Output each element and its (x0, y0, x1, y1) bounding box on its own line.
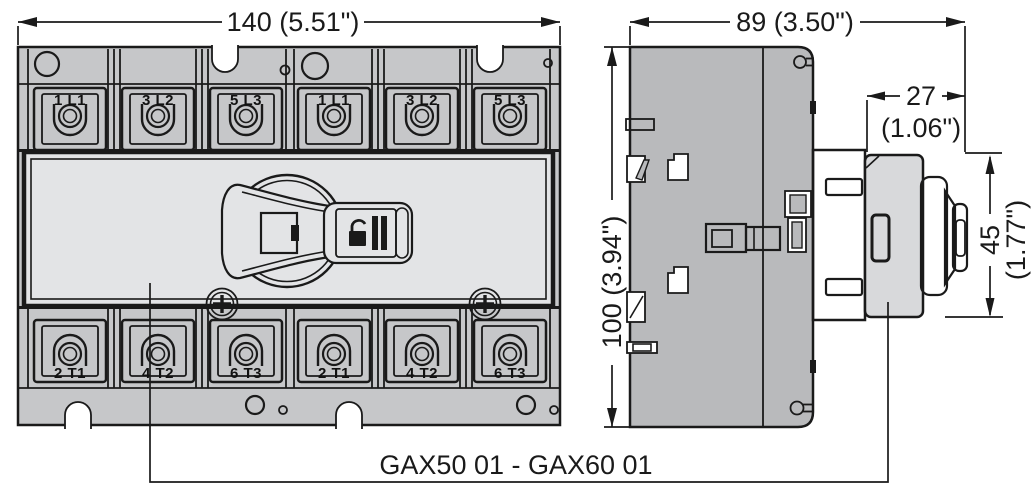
arrow-down (607, 408, 617, 427)
mounting-hole (515, 394, 537, 416)
arrow-right (541, 17, 560, 27)
product-callout: GAX50 01 - GAX60 01 (149, 283, 889, 483)
side-cutouts (667, 153, 812, 294)
dimension-handle-height: 45 (1.77") (945, 152, 1031, 318)
padlock-area (335, 208, 397, 258)
pin-hole (543, 58, 553, 68)
terminal-label: 5 L3 (494, 92, 526, 109)
adapter-tab (824, 277, 864, 297)
plate-slot (870, 213, 891, 263)
terminal-label: 3 L2 (142, 92, 174, 109)
terminal-label: 1 L1 (54, 92, 86, 109)
bottom-notch (65, 402, 91, 429)
front-panel-inner-line (30, 158, 547, 300)
pin-hole (549, 405, 559, 415)
arrow-left (867, 91, 885, 101)
arrow-right (946, 17, 965, 27)
terminal-label: 5 L3 (230, 92, 262, 109)
bottom-cap-features (64, 394, 559, 429)
dim-handle-height-in: (1.77") (1001, 200, 1031, 280)
face-screws (205, 287, 502, 321)
rotary-handle (220, 173, 414, 289)
dim-side-depth-text: 89 (3.50") (736, 7, 854, 37)
edge-inner-lines (27, 49, 551, 388)
dimension-front-width: 140 (5.51") (17, 7, 561, 45)
side-body (628, 45, 815, 429)
mounting-hole (33, 50, 61, 78)
dim-handle-depth-mm: 27 (906, 81, 936, 111)
knob-tip-slot (955, 219, 966, 257)
arrow-up (607, 47, 617, 66)
adapter-tab (824, 177, 864, 197)
mounting-hole (244, 394, 266, 416)
front-view: 1 L1 3 L2 5 L3 1 L1 3 L2 5 L3 2 T1 4 T2 … (16, 45, 562, 429)
knob-tip (951, 202, 969, 273)
knob-flange (919, 175, 949, 297)
lockout-bar (372, 216, 378, 250)
dimension-side-height: 100 (3.94") (597, 46, 631, 428)
mounting-hole (300, 51, 330, 81)
arrow-left (18, 17, 37, 27)
terminal-label: 4 T2 (142, 365, 174, 382)
dim-front-width-text: 140 (5.51") (227, 7, 360, 37)
side-handle-assembly (811, 148, 969, 322)
phillips-screw-icon (205, 287, 239, 321)
open-padlock-icon (350, 219, 367, 231)
phillips-screw-icon (468, 287, 502, 321)
terminal-label: 1 L1 (318, 92, 350, 109)
top-terminal-row: 1 L1 3 L2 5 L3 1 L1 3 L2 5 L3 (32, 86, 548, 152)
dimension-side-depth: 89 (3.50") (629, 7, 966, 152)
top-notch (212, 45, 238, 72)
dim-handle-height-mm: 45 (975, 225, 1005, 255)
dimension-handle-depth: 27 (1.06") (866, 81, 965, 152)
terminal-label: 6 T3 (230, 365, 262, 382)
side-view (625, 45, 969, 429)
terminal-label: 3 L2 (406, 92, 438, 109)
bottom-notch (336, 402, 362, 429)
top-cap-features (33, 45, 553, 81)
side-pins (789, 55, 816, 416)
product-label: GAX50 01 - GAX60 01 (379, 450, 652, 480)
terminal-label: 2 T1 (318, 365, 350, 382)
terminal-label: 6 T3 (494, 365, 526, 382)
pin-hole (279, 64, 291, 76)
terminal-label: 2 T1 (54, 365, 86, 382)
terminal-label: 4 T2 (406, 365, 438, 382)
handle-plate (863, 153, 925, 319)
top-notch (477, 45, 503, 72)
lockout-bar (381, 216, 387, 250)
arrow-down (985, 298, 995, 317)
din-rail-features (625, 118, 658, 354)
arrow-up (985, 155, 995, 174)
handle-paddle (322, 201, 414, 265)
arrow-left (630, 17, 649, 27)
dim-handle-depth-in: (1.06") (881, 113, 961, 143)
leader-line (149, 283, 889, 483)
arrow-right (947, 91, 965, 101)
pin-hole (278, 405, 288, 415)
dim-side-height-text: 100 (3.94") (597, 216, 627, 349)
